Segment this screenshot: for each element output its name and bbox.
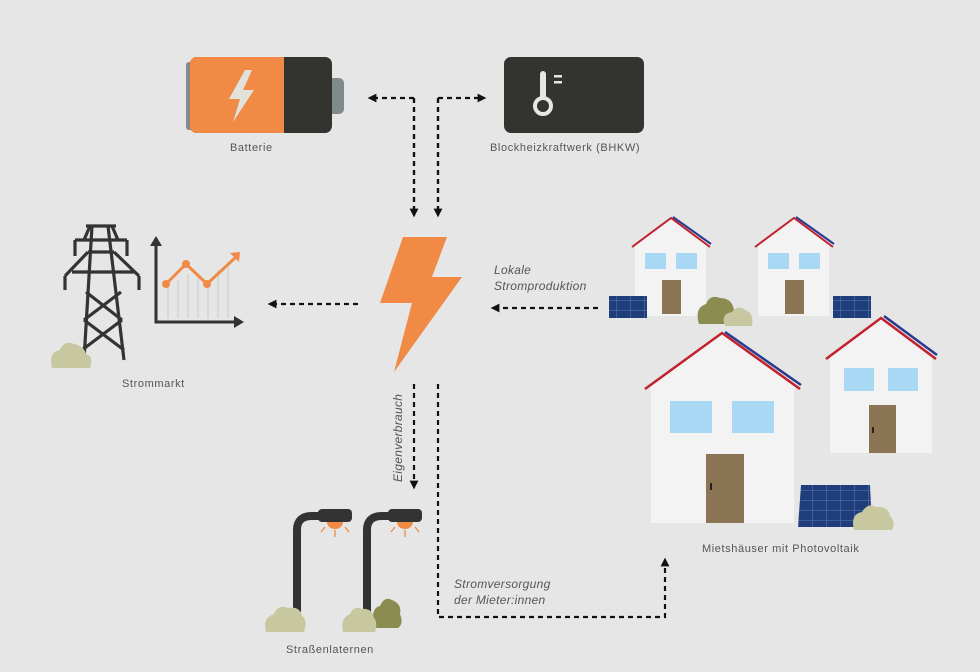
house-icon — [644, 330, 802, 523]
local-production-label: Lokale Stromproduktion — [494, 262, 587, 294]
bush-icon — [51, 342, 92, 368]
street-lamp-icon — [293, 509, 422, 612]
battery-label: Batterie — [230, 142, 273, 154]
power-pylon-icon — [63, 224, 141, 361]
tenant-supply-line1: Stromversorgung — [454, 577, 551, 591]
solar-panel-icon — [798, 485, 872, 527]
house-icon — [631, 216, 712, 316]
tenant-supply-label: Stromversorgung der Mieter:innen — [454, 576, 551, 608]
local-production-line1: Lokale — [494, 263, 532, 277]
thermometer-icon — [504, 57, 644, 133]
flow-arrow-tenant-supply — [436, 384, 670, 619]
bush-icon — [372, 598, 402, 628]
house-icon — [754, 216, 835, 316]
bush-icon — [265, 606, 306, 632]
bush-icon — [342, 607, 377, 632]
tenant-supply-line2: der Mieter:innen — [454, 593, 546, 607]
house-icon — [825, 314, 938, 453]
bush-icon — [723, 307, 753, 326]
flow-arrows-storage — [372, 98, 482, 213]
solar-panel-icon — [609, 296, 647, 318]
bush-icon — [853, 505, 894, 530]
local-production-line2: Stromproduktion — [494, 279, 587, 293]
houses-label: Mietshäuser mit Photovoltaik — [702, 543, 860, 555]
solar-panel-icon — [833, 296, 871, 318]
self-consumption-label: Eigenverbrauch — [391, 393, 405, 482]
streetlights-label: Straßenlaternen — [286, 644, 374, 656]
bhkw-label: Blockheizkraftwerk (BHKW) — [490, 142, 641, 154]
lightning-bolt-icon — [380, 237, 462, 372]
market-label: Strommarkt — [122, 378, 185, 390]
battery-icon — [186, 57, 344, 133]
market-chart-icon — [150, 236, 244, 328]
